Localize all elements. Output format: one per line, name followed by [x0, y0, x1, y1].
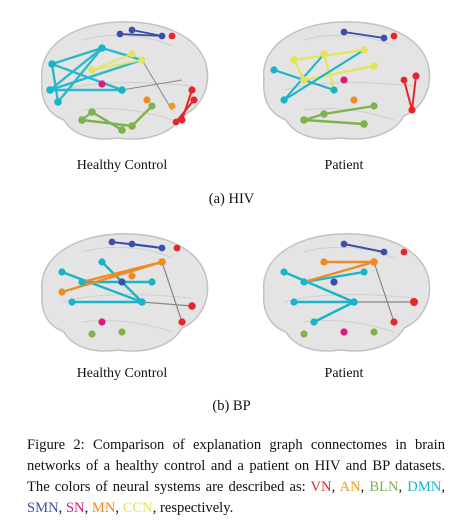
legend-separator: , [152, 500, 161, 516]
legend-separator: , [360, 479, 370, 495]
brain-connectome-graph [262, 233, 431, 352]
brain-connectome-graph [262, 21, 431, 140]
legend-mn: MN [91, 500, 116, 516]
subcaption-bp: (b) BP [212, 398, 251, 414]
figure-caption: Figure 2: Comparison of explanation grap… [27, 435, 445, 519]
subcaption-hiv: (a) HIV [208, 191, 255, 207]
label-bp-healthy-control: Healthy Control [76, 366, 168, 381]
legend-separator: , [115, 500, 123, 516]
legend-bln: BLN [369, 479, 399, 495]
legend-separator: , [398, 479, 408, 495]
legend-separator: , [58, 500, 66, 516]
label-hiv-healthy-control: Healthy Control [76, 158, 168, 173]
caption-text: Figure 2: Comparison of explanation grap… [27, 437, 445, 495]
legend-separator: , [331, 479, 340, 495]
legend-an: AN [339, 479, 361, 495]
legend-ccn: CCN [122, 500, 153, 516]
brain-bp-healthy-control [22, 222, 222, 362]
brain-bp-patient [244, 222, 444, 362]
label-bp-patient: Patient [324, 366, 364, 381]
legend-smn: SMN [27, 500, 59, 516]
brain-connectome-graph [40, 233, 209, 352]
neural-system-legend: VN, AN, BLN, DMN, SMN, SN, MN, CCN, [27, 479, 445, 516]
brain-hiv-patient [244, 10, 444, 150]
caption-end: respectively. [160, 500, 234, 516]
legend-separator: , [84, 500, 92, 516]
legend-dmn: DMN [407, 479, 442, 495]
legend-sn: SN [65, 500, 85, 516]
brain-connectome-graph [40, 21, 209, 140]
legend-separator: , [441, 479, 445, 495]
legend-vn: VN [310, 479, 332, 495]
brain-hiv-healthy-control [22, 10, 222, 150]
label-hiv-patient: Patient [324, 158, 364, 173]
